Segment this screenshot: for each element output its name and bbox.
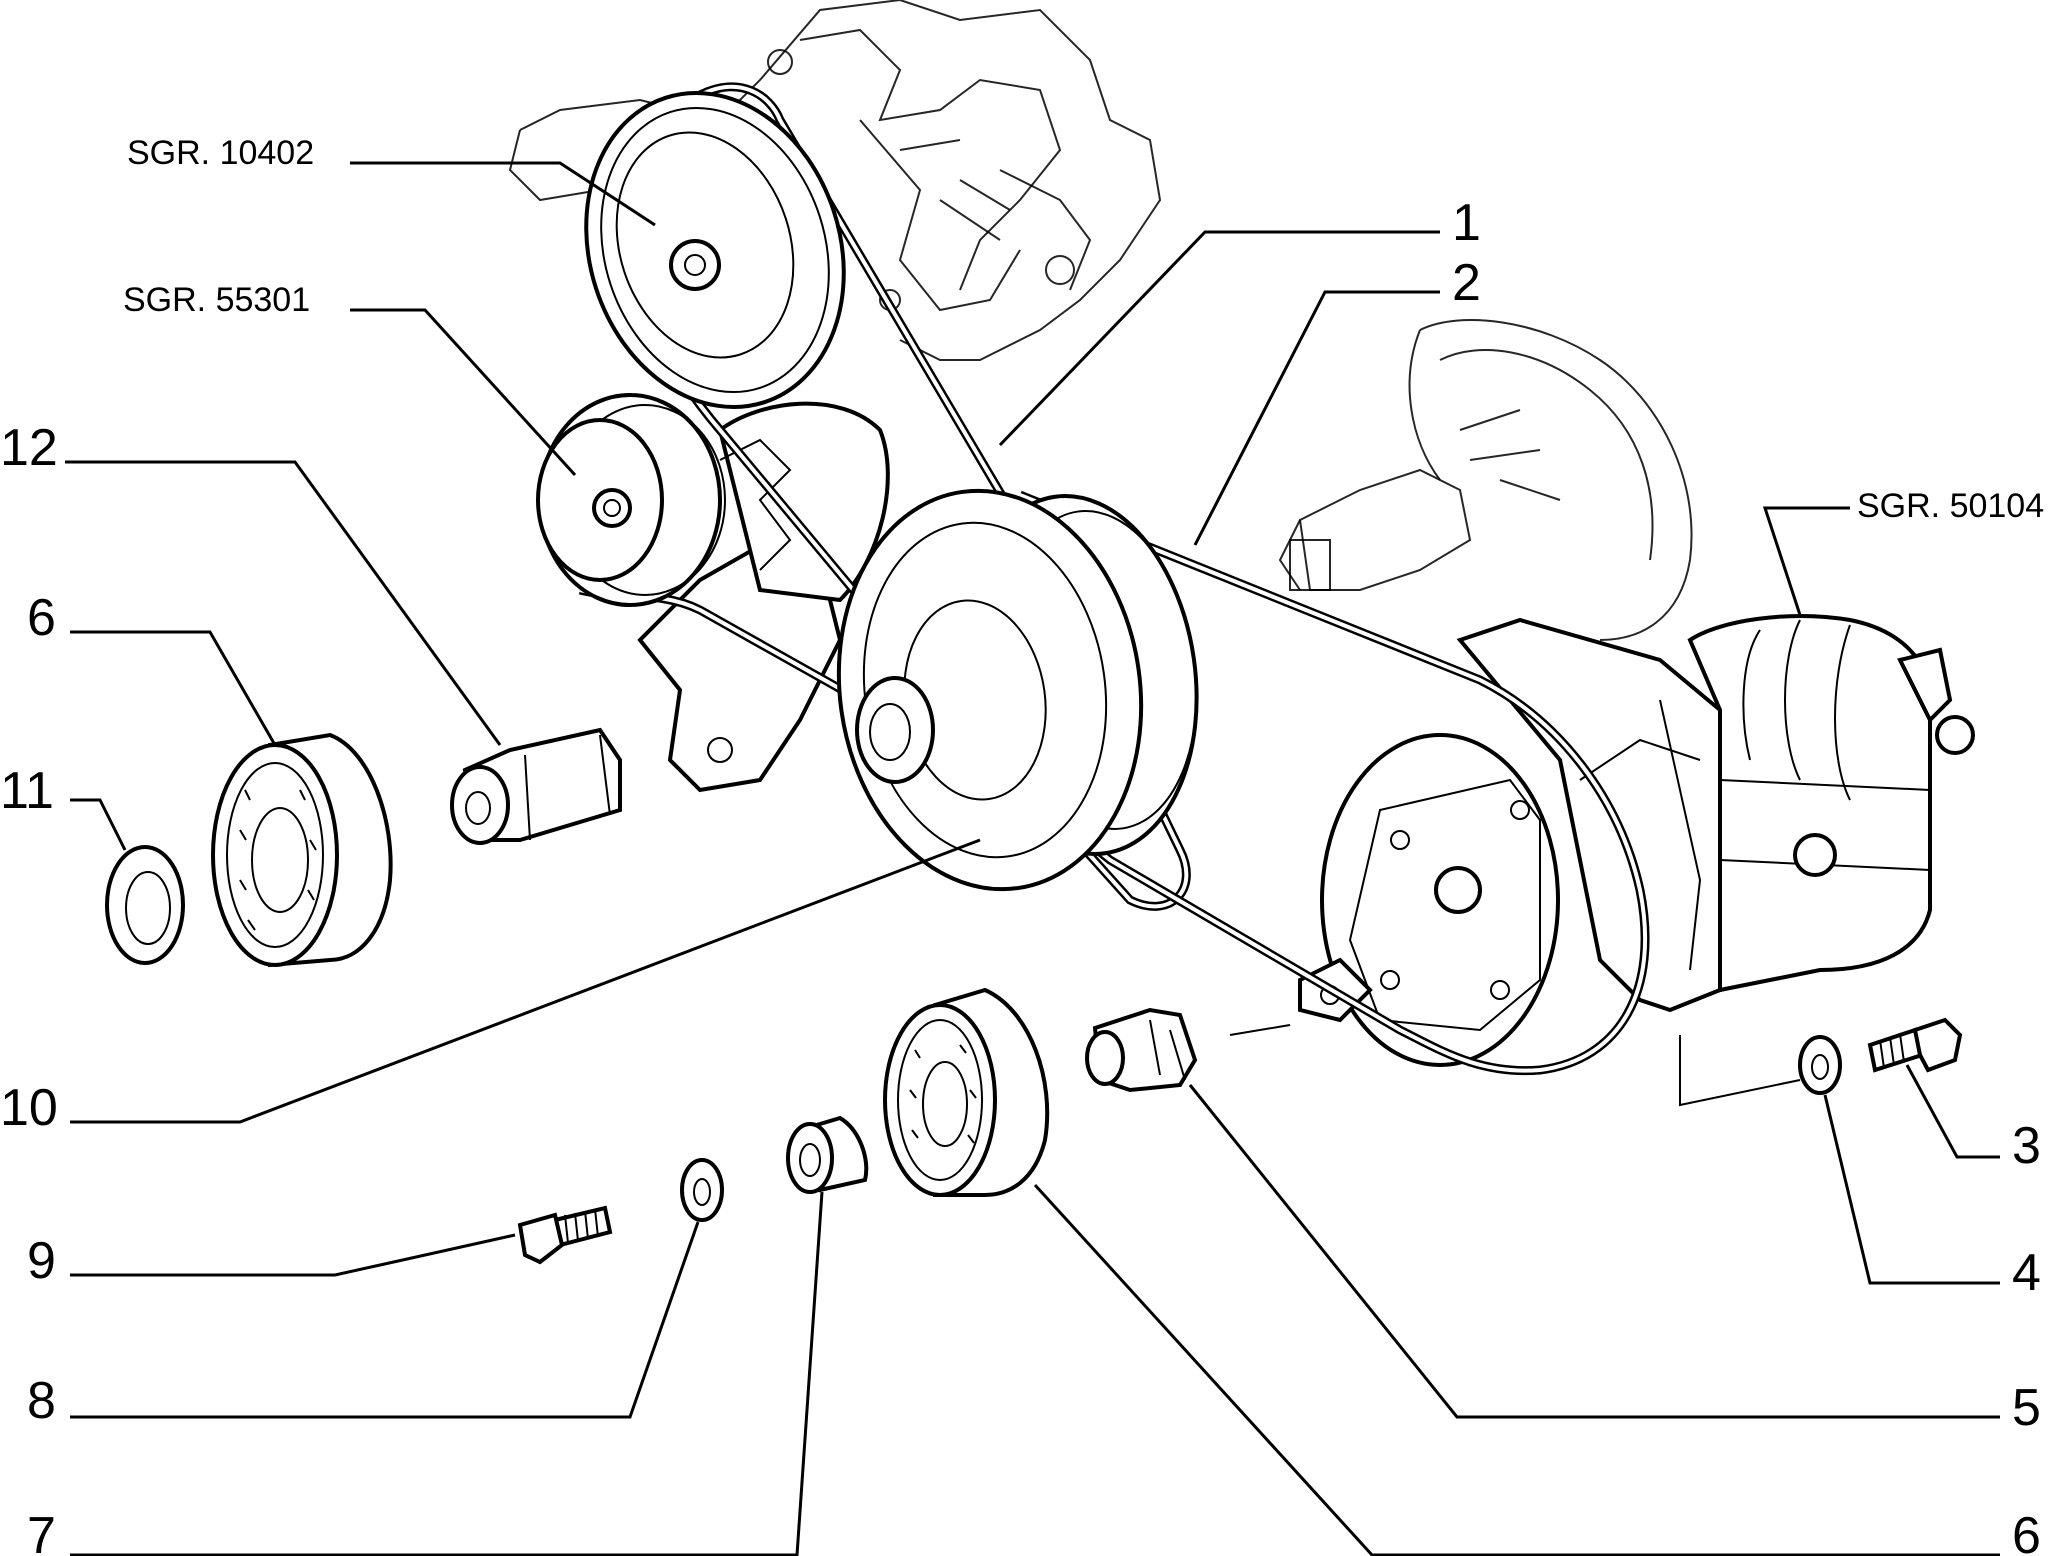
label-part-9: 9	[27, 1232, 56, 1290]
leader-8	[70, 1221, 700, 1419]
part-11-seal-ring	[105, 845, 185, 965]
label-sgr-55301: SGR. 55301	[123, 281, 310, 319]
leader-sgr-10402	[350, 161, 656, 227]
leader-10	[70, 838, 981, 1124]
leader-5	[1188, 1084, 2000, 1419]
leader-12	[65, 460, 502, 746]
label-part-7: 7	[27, 1507, 56, 1556]
part-4-washer	[1679, 1035, 1842, 1107]
leader-7	[70, 1191, 824, 1556]
central-idler-pulley	[836, 488, 1199, 892]
leader-3	[1905, 1064, 2000, 1159]
pump-housing-outline	[508, 0, 1162, 361]
leader-6-right	[1033, 1183, 2000, 1556]
part-6-right-bearing	[883, 987, 1050, 1197]
leader-11	[70, 798, 127, 851]
part-6-left-bearing	[211, 732, 393, 968]
crankshaft-outline	[1278, 319, 1693, 641]
label-part-6-right: 6	[2012, 1507, 2041, 1556]
part-7-sleeve	[786, 1115, 869, 1194]
label-sgr-10402: SGR. 10402	[127, 134, 314, 172]
part-5-eccentric-bush	[1085, 1007, 1291, 1093]
label-part-4: 4	[2012, 1244, 2041, 1302]
leader-4	[1823, 1094, 2000, 1285]
label-part-8: 8	[27, 1372, 56, 1430]
leader-sgr-55301	[350, 308, 577, 477]
label-sgr-50104: SGR. 50104	[1857, 487, 2044, 525]
part-9-bolt	[517, 1205, 613, 1265]
top-pump-pulley	[584, 91, 846, 409]
label-part-6-left: 6	[27, 589, 56, 647]
leader-2	[1193, 290, 1440, 546]
label-part-10: 10	[0, 1079, 58, 1137]
label-part-3: 3	[2012, 1117, 2041, 1175]
tensioner-bracket	[1298, 733, 1560, 1067]
labels: SGR. 10402 SGR. 55301 SGR. 50104 1 2 3 4…	[0, 134, 2044, 1556]
compressor-body	[1456, 614, 1975, 1013]
leader-6-left	[70, 630, 277, 746]
leader-9	[70, 1233, 516, 1277]
label-part-12: 12	[0, 419, 58, 477]
part-8-washer	[680, 1158, 724, 1222]
leader-1	[998, 230, 1440, 447]
label-part-2: 2	[1452, 254, 1481, 312]
label-part-11: 11	[0, 762, 54, 820]
label-part-1: 1	[1452, 194, 1481, 252]
label-part-5: 5	[2012, 1379, 2041, 1437]
part-3-bolt	[1867, 1017, 1963, 1073]
leader-sgr-50104	[1762, 506, 1850, 616]
part-12-bush	[450, 727, 622, 845]
leader-lines	[65, 161, 2000, 1556]
alternator-pulley	[536, 393, 726, 607]
